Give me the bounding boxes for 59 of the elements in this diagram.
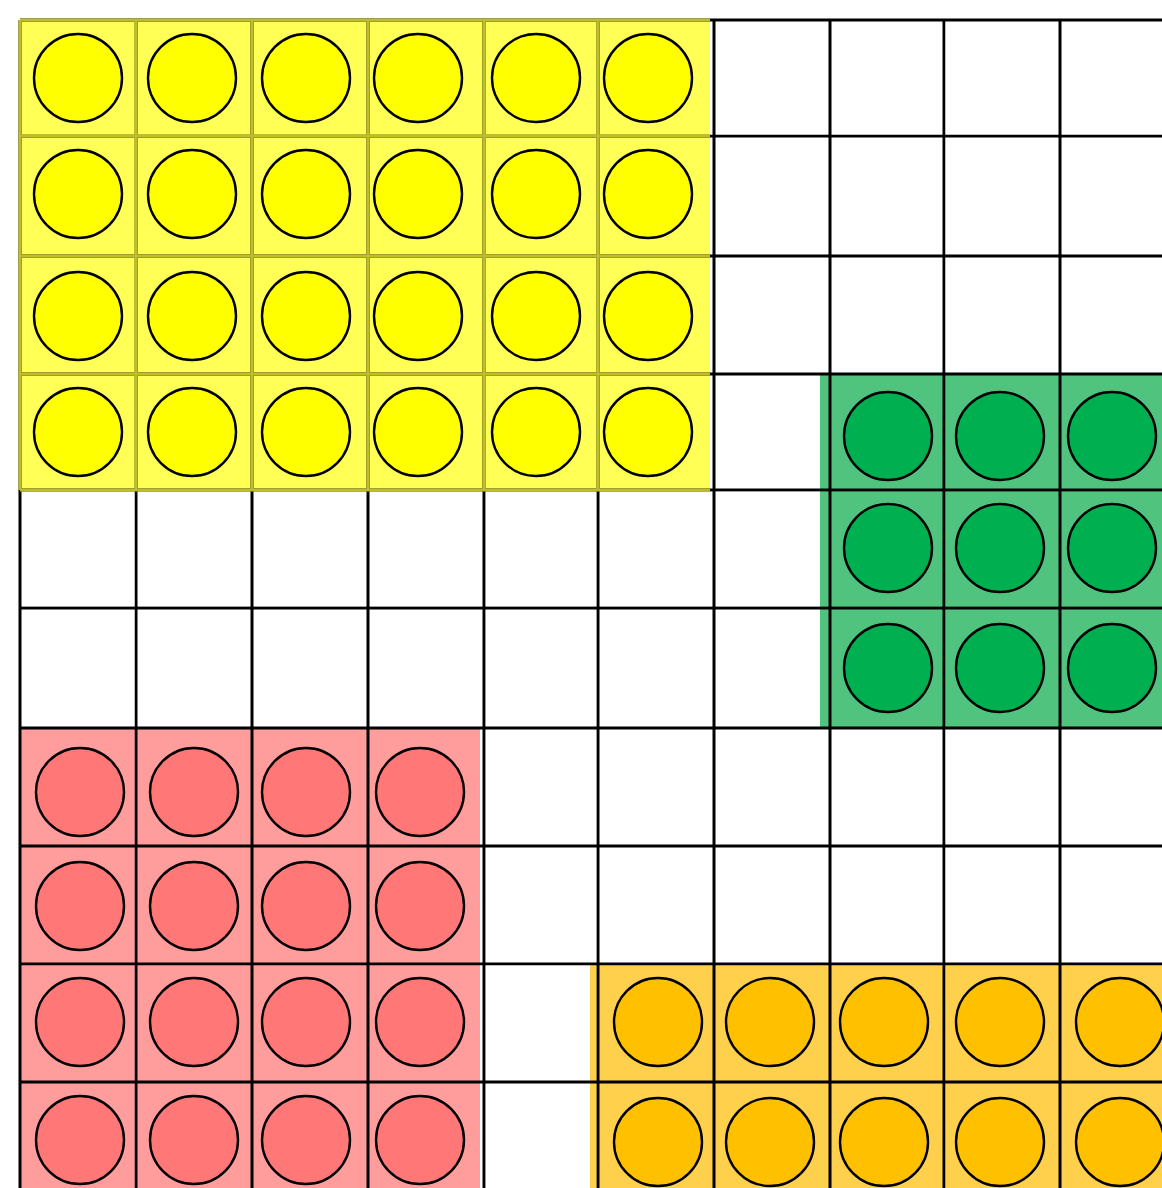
circle: [374, 860, 466, 952]
circle: [32, 148, 124, 240]
circle: [260, 386, 352, 478]
circle: [260, 976, 352, 1068]
circle: [1074, 1096, 1162, 1188]
circle: [32, 386, 124, 478]
circle: [602, 386, 694, 478]
circle: [842, 502, 934, 594]
circle: [372, 270, 464, 362]
circle: [602, 148, 694, 240]
circle: [954, 502, 1046, 594]
circle: [954, 976, 1046, 1068]
circle: [490, 148, 582, 240]
circle: [260, 32, 352, 124]
circle: [724, 1096, 816, 1188]
circle: [490, 32, 582, 124]
circle: [148, 1094, 240, 1186]
circle: [372, 386, 464, 478]
circle: [490, 386, 582, 478]
circle: [34, 1094, 126, 1186]
circle: [838, 1096, 930, 1188]
circle: [954, 390, 1046, 482]
circle: [260, 148, 352, 240]
circle: [260, 746, 352, 838]
circle: [148, 746, 240, 838]
circle: [146, 270, 238, 362]
circle: [146, 386, 238, 478]
circle: [490, 270, 582, 362]
circle: [32, 32, 124, 124]
circle: [842, 390, 934, 482]
circle: [838, 976, 930, 1068]
circle: [842, 622, 934, 714]
circle: [1066, 502, 1158, 594]
circle: [148, 860, 240, 952]
circle: [612, 1096, 704, 1188]
circle: [146, 148, 238, 240]
circle: [372, 32, 464, 124]
circle: [724, 976, 816, 1068]
circle: [260, 1094, 352, 1186]
circle: [34, 976, 126, 1068]
circle: [374, 976, 466, 1068]
circle: [1074, 976, 1162, 1068]
circle: [602, 32, 694, 124]
circle: [954, 622, 1046, 714]
circle: [1066, 622, 1158, 714]
circle: [34, 746, 126, 838]
circle: [146, 32, 238, 124]
circle: [34, 860, 126, 952]
circle: [374, 1094, 466, 1186]
circle: [954, 1096, 1046, 1188]
circle: [260, 860, 352, 952]
circle: [374, 746, 466, 838]
circle: [260, 270, 352, 362]
circle: [1066, 390, 1158, 482]
circle: [148, 976, 240, 1068]
circle: [612, 976, 704, 1068]
circle: [372, 148, 464, 240]
circle: [32, 270, 124, 362]
circle: [602, 270, 694, 362]
